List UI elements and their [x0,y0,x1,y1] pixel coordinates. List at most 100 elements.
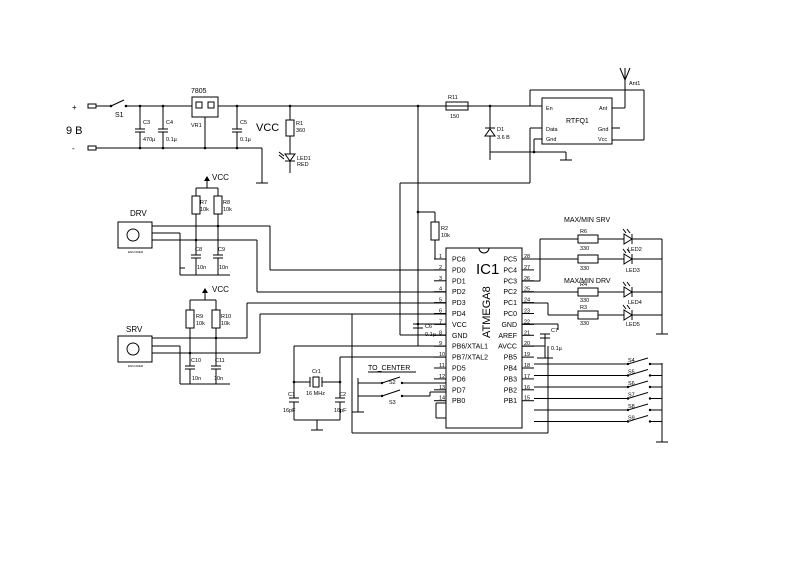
terminal-plus [87,103,97,109]
r6-value: 330 [580,246,589,252]
r8-ref: R8 [223,200,230,206]
resistor-r5 [577,254,599,264]
drv-knob-icon [126,228,140,242]
led1-value: RED [297,162,309,168]
button-label: S9 [628,416,635,422]
rf-pin-gnd1: Gnd [546,137,556,143]
c8-value: 10n [197,265,206,271]
mcu-pin-number: 22 [524,319,530,325]
switch-s2-label: S2 [389,380,396,386]
mcu-pin-name: PC0 [503,311,517,318]
switch-s1-label: S1 [115,112,124,119]
led5-label: LED5 [626,322,640,328]
mcu-pin-name: PB0 [452,398,465,405]
mcu-pin-number: 3 [439,276,442,282]
power-section: + - 9 B S1 C3 470µ C4 0.1µ 7805 VR1 C5 0… [66,88,542,184]
mcu-pin-number: 7 [439,319,442,325]
mcu-pin-name: PB3 [504,376,517,383]
c1-value: 16pF [283,408,296,414]
button-lever [627,380,649,388]
led3-label: LED3 [626,268,640,274]
r9-value: 10k [196,321,205,327]
mcu-pin-number: 1 [439,254,442,260]
mcu-pin-number: 25 [524,287,530,293]
mcu-pin-name: PC6 [452,257,466,264]
r11-value: 150 [450,114,459,120]
resistor-r10 [211,309,221,329]
r1-ref: R1 [296,121,303,127]
d1-value: 3.6 B [497,135,510,141]
srv-leds-title: MAX/MIN SRV [564,217,610,224]
mcu-pin-number: 11 [439,363,445,369]
button-label: S5 [628,370,635,376]
c2-value: 16pF [334,408,347,414]
mcu-pin-name: AVCC [498,344,517,351]
mcu-pin-number: 24 [524,298,530,304]
rf-pin-data: Data [546,127,559,133]
resistor-r6 [577,234,599,244]
terminal-minus [87,145,97,151]
srv-vcc: VCC [212,285,229,294]
mcu-pin-number: 16 [524,385,530,391]
mcu-pin-name: PB2 [504,387,517,394]
mcu-section: IC1 ATMEGA8 PC61PD02PD13PD24PD35PD46VCC7… [351,104,563,434]
button-lever [627,369,649,376]
drv-encoder [117,221,153,249]
mcu-pin-name: PD2 [452,289,466,296]
button-label: S4 [628,358,635,364]
mcu-pin-number: 23 [524,309,530,315]
button-lever [627,415,649,422]
rf-pin-vcc: Vcc [598,137,607,143]
resistor-r11 [445,101,469,111]
srv-title: SRV [126,325,143,334]
r3-ref: R3 [580,305,587,311]
r8-value: 10k [223,207,232,213]
crystal-section: Cr1 16 MHz C1 16pF C2 16pF [283,345,446,431]
resistor-r2 [430,221,440,241]
mcu-pin-number: 27 [524,265,530,271]
mcu-pin-number: 21 [524,330,530,336]
button-label: S6 [628,381,635,387]
mcu-ic1 [445,247,523,429]
button-label: S8 [628,404,635,410]
srv-encoder [117,335,153,363]
r9-ref: R9 [196,314,203,320]
mcu-pin-name: PD3 [452,300,466,307]
switch-s3-lever [381,389,401,397]
mcu-pin-name: PD4 [452,311,466,318]
button-lever [627,392,649,399]
mcu-pin-name: PC3 [503,278,517,285]
r2-value: 10k [441,233,450,239]
mcu-pin-number: 14 [439,396,445,402]
c10-value: 10n [192,376,201,382]
c3-ref: C3 [143,120,150,126]
r4-ref: R4 [580,282,587,288]
mcu-pin-name: PB6/XTAL1 [452,344,488,351]
antenna-label: Ant1 [629,81,640,87]
button-label: S7 [628,393,635,399]
svg-text:ENCODER: ENCODER [128,364,144,368]
plus-label: + [72,103,77,112]
mcu-pin-name: PD6 [452,376,466,383]
d1-ref: D1 [497,127,504,133]
led-section: MAX/MIN SRV MAX/MIN DRV R6 330 R5 330 R4… [522,217,668,335]
mcu-pin-name: PC1 [503,300,517,307]
crystal-ref: Cr1 [312,369,321,375]
button-lever [627,357,649,365]
c2-ref: C2 [339,392,346,398]
r11-ref: R11 [448,95,458,101]
drv-section: DRV ENCODER VCC R7 10k R8 10k C8 10n C9 … [117,173,446,293]
rf-pin-en: En [546,106,553,112]
drv-title: DRV [130,209,147,218]
r10-ref: R10 [221,314,231,320]
led-diodes [598,228,640,321]
r6-ref: R6 [580,229,587,235]
mcu-notch [478,247,490,254]
mcu-pin-name: PD0 [452,267,466,274]
switch-s3-label: S3 [389,400,396,406]
mcu-left-pins: PC61PD02PD13PD24PD35PD46VCC7GND8PB6/XTAL… [434,254,488,405]
